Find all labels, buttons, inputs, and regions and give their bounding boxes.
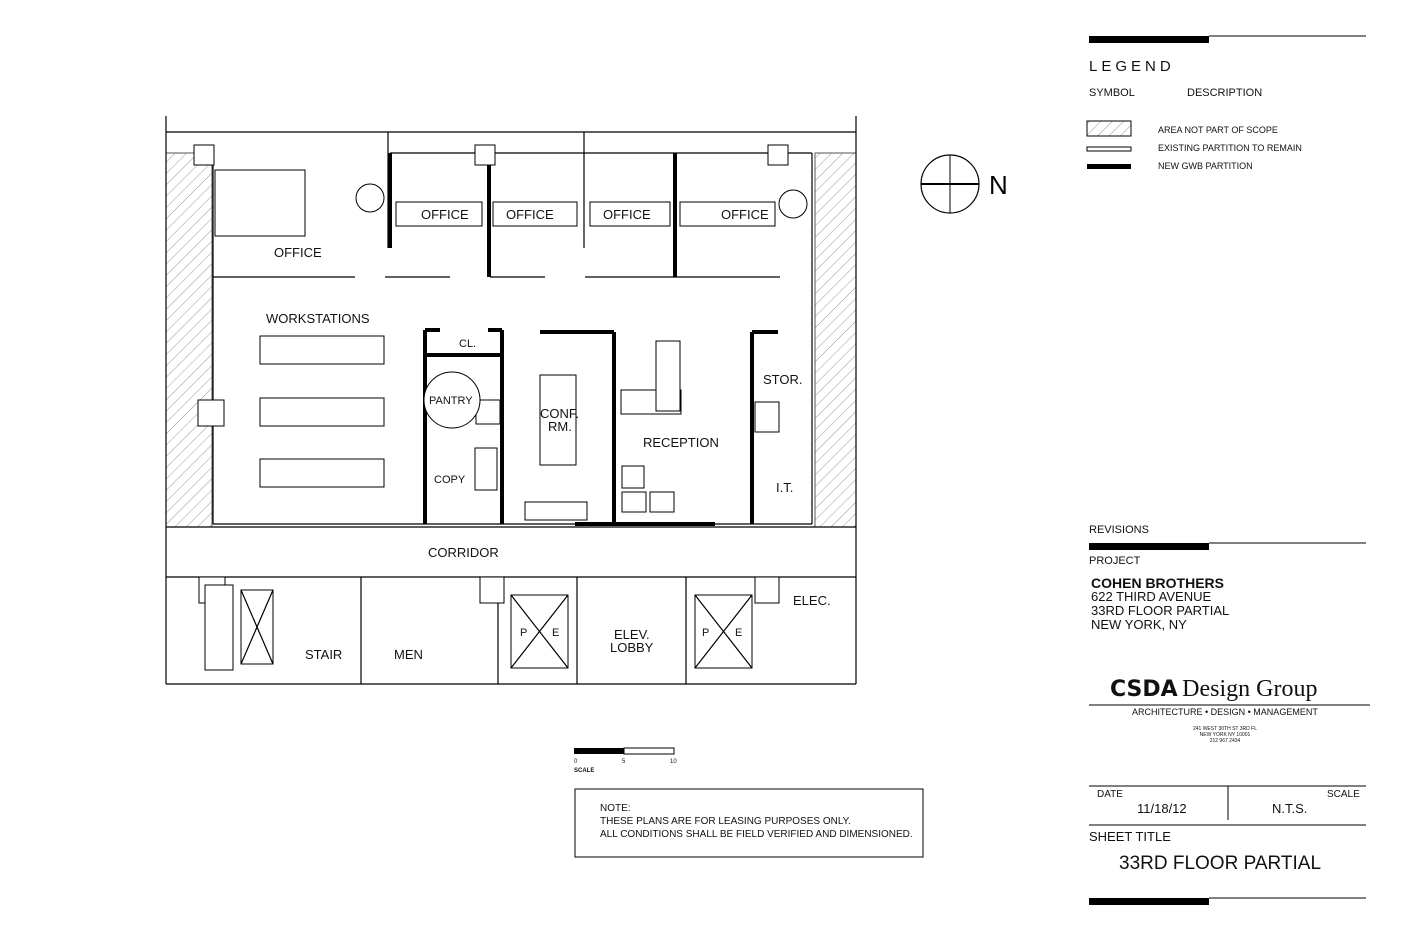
scale-bar xyxy=(574,747,675,755)
hatched-area-left xyxy=(165,152,213,528)
firm-tagline: ARCHITECTURE • DESIGN • MANAGEMENT xyxy=(1132,707,1318,717)
project-line: NEW YORK, NY xyxy=(1091,617,1187,632)
room-label-it: I.T. xyxy=(776,480,793,495)
room-label-lobby: LOBBY xyxy=(610,640,654,655)
room-label-corridor: CORRIDOR xyxy=(428,545,499,560)
legend-description-header: DESCRIPTION xyxy=(1187,87,1263,99)
firm-name-rest: Design Group xyxy=(1182,676,1318,702)
firm-address: 241 WEST 30TH ST 3RD FL NEW YORK NY 1000… xyxy=(1150,726,1300,744)
sheet-title-label: SHEET TITLE xyxy=(1089,829,1171,844)
revisions-label: REVISIONS xyxy=(1089,524,1149,536)
new-partitions xyxy=(388,153,778,526)
project-label: PROJECT xyxy=(1089,555,1141,567)
legend-item-label: EXISTING PARTITION TO REMAIN xyxy=(1158,143,1302,153)
room-label-stair: STAIR xyxy=(305,647,342,662)
north-label: N xyxy=(989,170,1008,200)
elevator-2-e: E xyxy=(735,627,742,639)
room-label-conf-rm: RM. xyxy=(548,419,572,434)
elevator-2-p: P xyxy=(702,627,709,639)
room-label-men: MEN xyxy=(394,647,423,662)
room-label-office: OFFICE xyxy=(274,245,322,260)
project-line: 622 THIRD AVENUE xyxy=(1091,589,1212,604)
legend-title: LEGEND xyxy=(1089,58,1175,75)
firm-address-line: NEW YORK NY 10001 xyxy=(1199,732,1251,738)
note-line-1: THESE PLANS ARE FOR LEASING PURPOSES ONL… xyxy=(600,816,851,827)
legend-symbol-existing-partition xyxy=(1086,146,1132,152)
room-label-workstations: WORKSTATIONS xyxy=(266,311,370,326)
room-label-reception: RECEPTION xyxy=(643,435,719,450)
date-value: 11/18/12 xyxy=(1137,801,1187,816)
legend-item-label: AREA NOT PART OF SCOPE xyxy=(1158,125,1278,135)
project-name: COHEN BROTHERS xyxy=(1091,575,1225,591)
firm-address-line: 212 967 2434 xyxy=(1209,738,1241,744)
note-line-2: ALL CONDITIONS SHALL BE FIELD VERIFIED A… xyxy=(600,829,913,840)
scale-tick-10: 10 xyxy=(670,759,677,765)
firm-name-bold: CSDA xyxy=(1110,677,1178,702)
room-label-storage: STOR. xyxy=(763,372,803,387)
elevator-1-e: E xyxy=(552,627,559,639)
legend-symbol-header: SYMBOL xyxy=(1089,87,1135,99)
room-label-elev: ELEV. xyxy=(614,627,650,642)
room-label-office-1: OFFICE xyxy=(421,207,469,222)
elevators xyxy=(204,584,753,671)
legend-symbol-new-partition xyxy=(1087,164,1131,169)
building-walls xyxy=(165,116,857,685)
firm-address-line: 241 WEST 30TH ST 3RD FL xyxy=(1192,726,1257,732)
scale-value: N.T.S. xyxy=(1272,801,1308,816)
room-label-closet: CL. xyxy=(459,338,476,350)
furniture xyxy=(214,169,808,521)
legend-symbol-hatch xyxy=(1086,120,1132,137)
scale-tick-5: 5 xyxy=(622,759,626,765)
room-label-conf: CONF. xyxy=(540,406,579,421)
project-line: 33RD FLOOR PARTIAL xyxy=(1091,603,1230,618)
north-arrow-icon xyxy=(920,154,980,214)
note-title: NOTE: xyxy=(600,803,631,814)
note-box xyxy=(574,788,924,858)
sheet-title: 33RD FLOOR PARTIAL xyxy=(1119,853,1322,874)
room-label-pantry: PANTRY xyxy=(429,395,473,407)
elevator-1-p: P xyxy=(520,627,527,639)
room-label-copy: COPY xyxy=(434,474,466,486)
room-label-office-4: OFFICE xyxy=(721,207,769,222)
title-block-rules xyxy=(1089,35,1370,905)
scale-label: SCALE xyxy=(574,768,594,774)
legend-item-label: NEW GWB PARTITION xyxy=(1158,161,1253,171)
scale-label-tb: SCALE xyxy=(1327,789,1360,800)
room-label-elec: ELEC. xyxy=(793,593,831,608)
room-label-office-3: OFFICE xyxy=(603,207,651,222)
hatched-area-right xyxy=(814,152,857,528)
date-label: DATE xyxy=(1097,789,1123,800)
firm-logo: CSDA Design Group xyxy=(1110,676,1317,703)
room-label-office-2: OFFICE xyxy=(506,207,554,222)
scale-tick-0: 0 xyxy=(574,759,578,765)
